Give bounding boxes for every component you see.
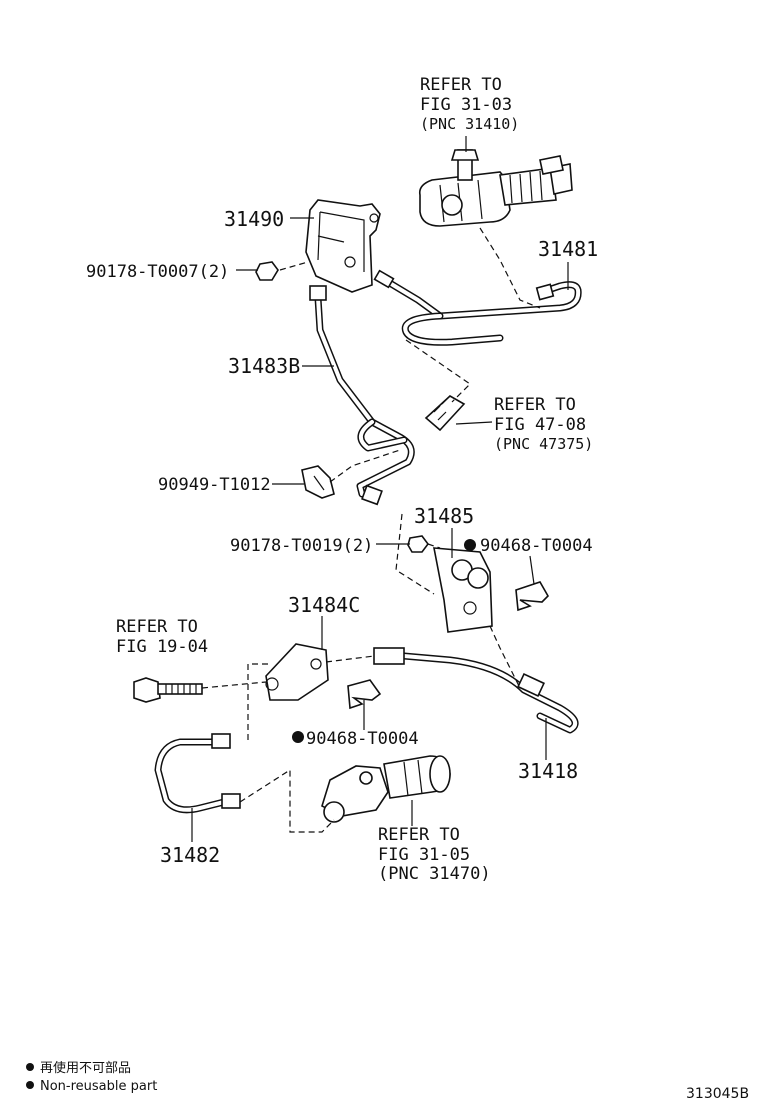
label-90949-t1012: 90949-T1012 — [158, 475, 271, 495]
label-31490: 31490 — [224, 207, 284, 231]
ref-clamp-line3: (PNC 47375) — [494, 435, 593, 453]
label-90468-t0004-a: 90468-T0004 — [480, 536, 593, 556]
legend-en: Non-reusable part — [40, 1079, 157, 1094]
bracket-31490 — [305, 199, 381, 293]
label-31481: 31481 — [538, 237, 598, 261]
legend-jp: 再使用不可部品 — [40, 1060, 131, 1076]
label-31482: 31482 — [160, 843, 220, 867]
clamp-90949-t1012 — [301, 465, 335, 499]
clip-90468-t0004-b — [347, 679, 382, 710]
bracket-31485 — [433, 547, 493, 633]
tube-31483b — [309, 285, 415, 506]
label-90178-t0007: 90178-T0007(2) — [86, 262, 229, 282]
legend-dot-jp — [26, 1063, 34, 1071]
ref-bolt-line1: REFER TO — [116, 617, 198, 637]
tube-31482 — [154, 733, 241, 814]
label-31418: 31418 — [518, 759, 578, 783]
bracket-31484c — [265, 643, 329, 701]
bolt-19-04 — [133, 677, 203, 703]
ref-clamp-line2: FIG 47-08 — [494, 415, 586, 435]
ref-release-line3: (PNC 31470) — [378, 864, 491, 884]
ref-bolt-line2: FIG 19-04 — [116, 637, 208, 657]
label-90178-t0019: 90178-T0019(2) — [230, 536, 373, 556]
diagram-code: 313045B — [686, 1086, 749, 1102]
legend-dot-en — [26, 1081, 34, 1089]
ref-release-line1: REFER TO — [378, 825, 460, 845]
label-31483b: 31483B — [228, 354, 300, 378]
clutch-master-cylinder — [418, 149, 573, 227]
nut-90178-t0007 — [255, 261, 279, 281]
ref-master-line2: FIG 31-03 — [420, 95, 512, 115]
tube-31481 — [373, 269, 582, 346]
non-reusable-dot-b — [292, 731, 304, 743]
nut-90178-t0019 — [407, 535, 429, 553]
ref-release-line2: FIG 31-05 — [378, 845, 470, 865]
hose-31418 — [373, 647, 579, 734]
ref-master-line3: (PNC 31410) — [420, 115, 519, 133]
label-31484c: 31484C — [288, 593, 360, 617]
clip-90468-t0004-a — [515, 581, 549, 612]
clamp-47375 — [424, 395, 466, 432]
label-90468-t0004-b: 90468-T0004 — [306, 729, 419, 749]
ref-clamp-line1: REFER TO — [494, 395, 576, 415]
label-31485: 31485 — [414, 504, 474, 528]
clutch-release-cylinder — [321, 755, 451, 823]
non-reusable-dot-a — [464, 539, 476, 551]
ref-master-line1: REFER TO — [420, 75, 502, 95]
